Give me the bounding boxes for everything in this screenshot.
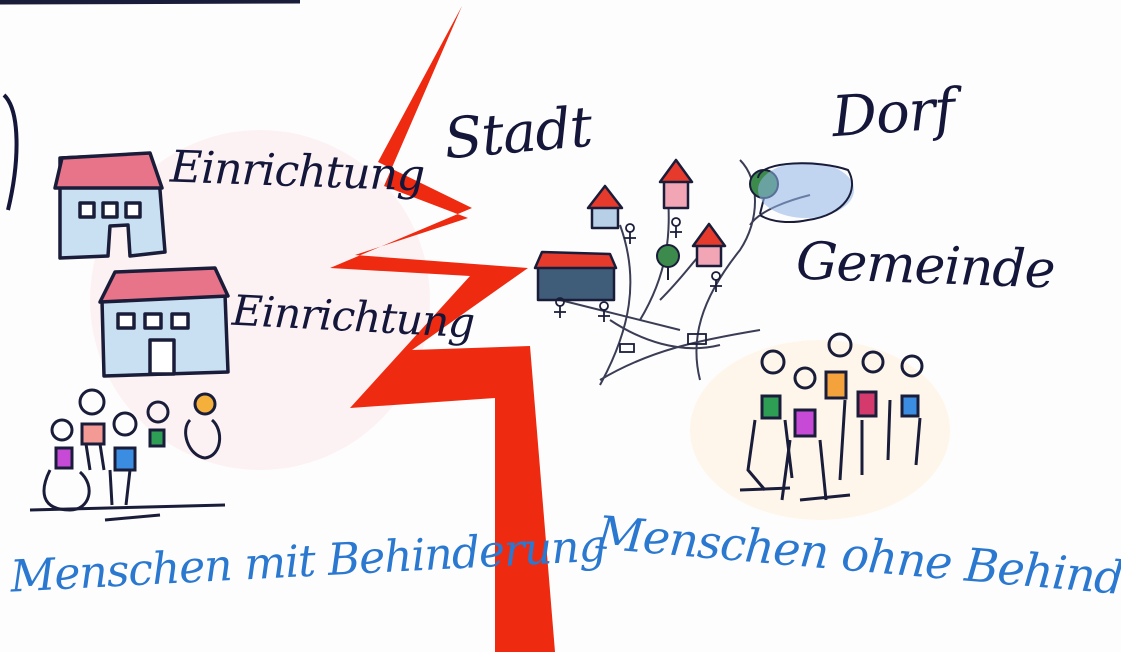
building-icon-2 bbox=[98, 266, 230, 378]
town-people bbox=[554, 217, 722, 353]
label-einrichtung-1: Einrichtung bbox=[169, 141, 425, 202]
people-with-disabilities-group bbox=[29, 388, 226, 522]
building-icon-1 bbox=[53, 151, 167, 260]
top-divider-line bbox=[0, 0, 301, 5]
partial-left-glyph bbox=[2, 93, 19, 211]
people-without-disabilities-group bbox=[739, 332, 924, 502]
pond-icon bbox=[757, 162, 854, 224]
house-icons bbox=[533, 158, 727, 302]
label-einrichtung-2: Einrichtung bbox=[230, 285, 476, 348]
label-stadt: Stadt bbox=[441, 94, 595, 173]
label-dorf: Dorf bbox=[829, 76, 957, 151]
lightning-bolt bbox=[330, 6, 555, 652]
label-gemeinde: Gemeinde bbox=[795, 231, 1056, 301]
